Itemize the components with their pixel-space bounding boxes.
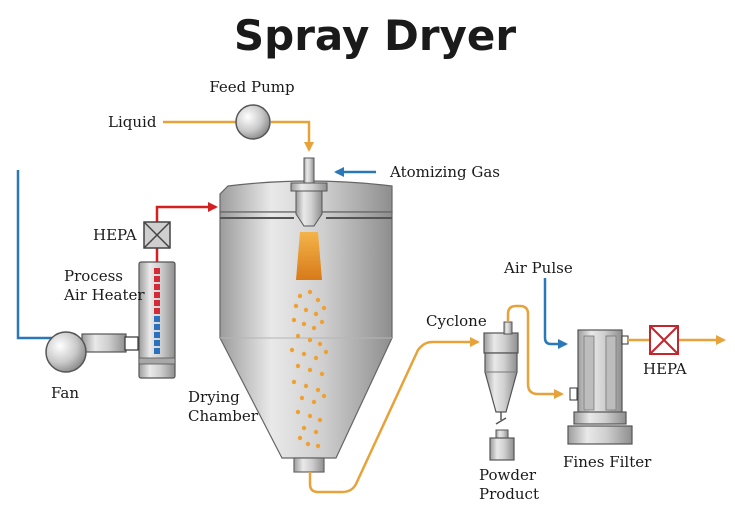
hepa-right-label: HEPA — [643, 360, 687, 378]
droplet — [317, 341, 323, 347]
feed-pump-icon — [235, 104, 271, 140]
liquid-label: Liquid — [108, 113, 157, 131]
air-pulse-line — [543, 278, 568, 349]
droplet — [311, 399, 317, 405]
droplet — [289, 347, 295, 353]
droplet — [299, 395, 305, 401]
fines-filter — [567, 329, 633, 445]
spray-droplets — [289, 289, 329, 449]
droplet — [313, 311, 319, 317]
product-line-chamber-to-cyclone — [308, 337, 480, 494]
droplet — [315, 387, 321, 393]
hepa-left-label: HEPA — [93, 226, 137, 244]
hepa-right-icon — [649, 325, 679, 355]
droplet — [305, 441, 311, 447]
heater-dot — [154, 284, 160, 290]
heater-label-line1: Process — [64, 267, 123, 285]
droplet — [313, 355, 319, 361]
droplet — [315, 297, 321, 303]
chamber-label-line2: Chamber — [188, 407, 259, 425]
atomizing-gas-label: Atomizing Gas — [389, 163, 500, 181]
heater-element-dots — [154, 268, 160, 354]
heater-dot — [154, 292, 160, 298]
heater-label-line2: Air Heater — [63, 286, 145, 304]
droplet — [301, 351, 307, 357]
droplet — [319, 319, 325, 325]
heater-dot — [154, 300, 160, 306]
droplet — [295, 363, 301, 369]
heater-dot — [154, 324, 160, 330]
heater-dot — [154, 276, 160, 282]
heater-dot — [154, 316, 160, 322]
air-inlet-line — [16, 170, 55, 340]
droplet — [291, 379, 297, 385]
cyclone — [483, 321, 519, 461]
droplet — [321, 393, 327, 399]
chamber-label-line1: Drying — [188, 388, 240, 406]
atomizer-nozzle — [290, 157, 328, 227]
droplet — [295, 333, 301, 339]
droplet — [319, 371, 325, 377]
feed-pump-label: Feed Pump — [209, 78, 294, 96]
droplet — [297, 293, 303, 299]
powder-product-label-line2: Product — [479, 485, 539, 503]
droplet — [323, 349, 329, 355]
fan-label: Fan — [51, 384, 79, 402]
hepa-left-icon — [143, 221, 171, 249]
heater-dot — [154, 348, 160, 354]
droplet — [301, 321, 307, 327]
heater-dot — [154, 332, 160, 338]
droplet — [301, 425, 307, 431]
droplet — [295, 409, 301, 415]
droplet — [317, 417, 323, 423]
heater-dot — [154, 268, 160, 274]
droplet — [297, 435, 303, 441]
droplet — [303, 307, 309, 313]
page-title: Spray Dryer — [234, 11, 517, 60]
droplet — [307, 289, 313, 295]
heater-dot — [154, 308, 160, 314]
droplet — [307, 413, 313, 419]
droplet — [321, 305, 327, 311]
fines-filter-label: Fines Filter — [563, 453, 652, 471]
droplet — [313, 429, 319, 435]
droplet — [307, 367, 313, 373]
droplet — [293, 303, 299, 309]
drying-chamber — [219, 180, 393, 473]
spray-cone — [296, 232, 322, 280]
air-pulse-label: Air Pulse — [503, 259, 573, 277]
droplet — [311, 325, 317, 331]
droplet — [307, 337, 313, 343]
powder-product-label-line1: Powder — [479, 466, 537, 484]
droplet — [303, 383, 309, 389]
cyclone-label: Cyclone — [426, 312, 487, 330]
line-cyclone-to-filter — [506, 304, 564, 399]
droplet — [315, 443, 321, 449]
fan-icon — [45, 331, 127, 373]
droplet — [291, 317, 297, 323]
heater-dot — [154, 340, 160, 346]
liquid-feed-line — [163, 120, 314, 152]
fan-connector — [124, 336, 139, 351]
